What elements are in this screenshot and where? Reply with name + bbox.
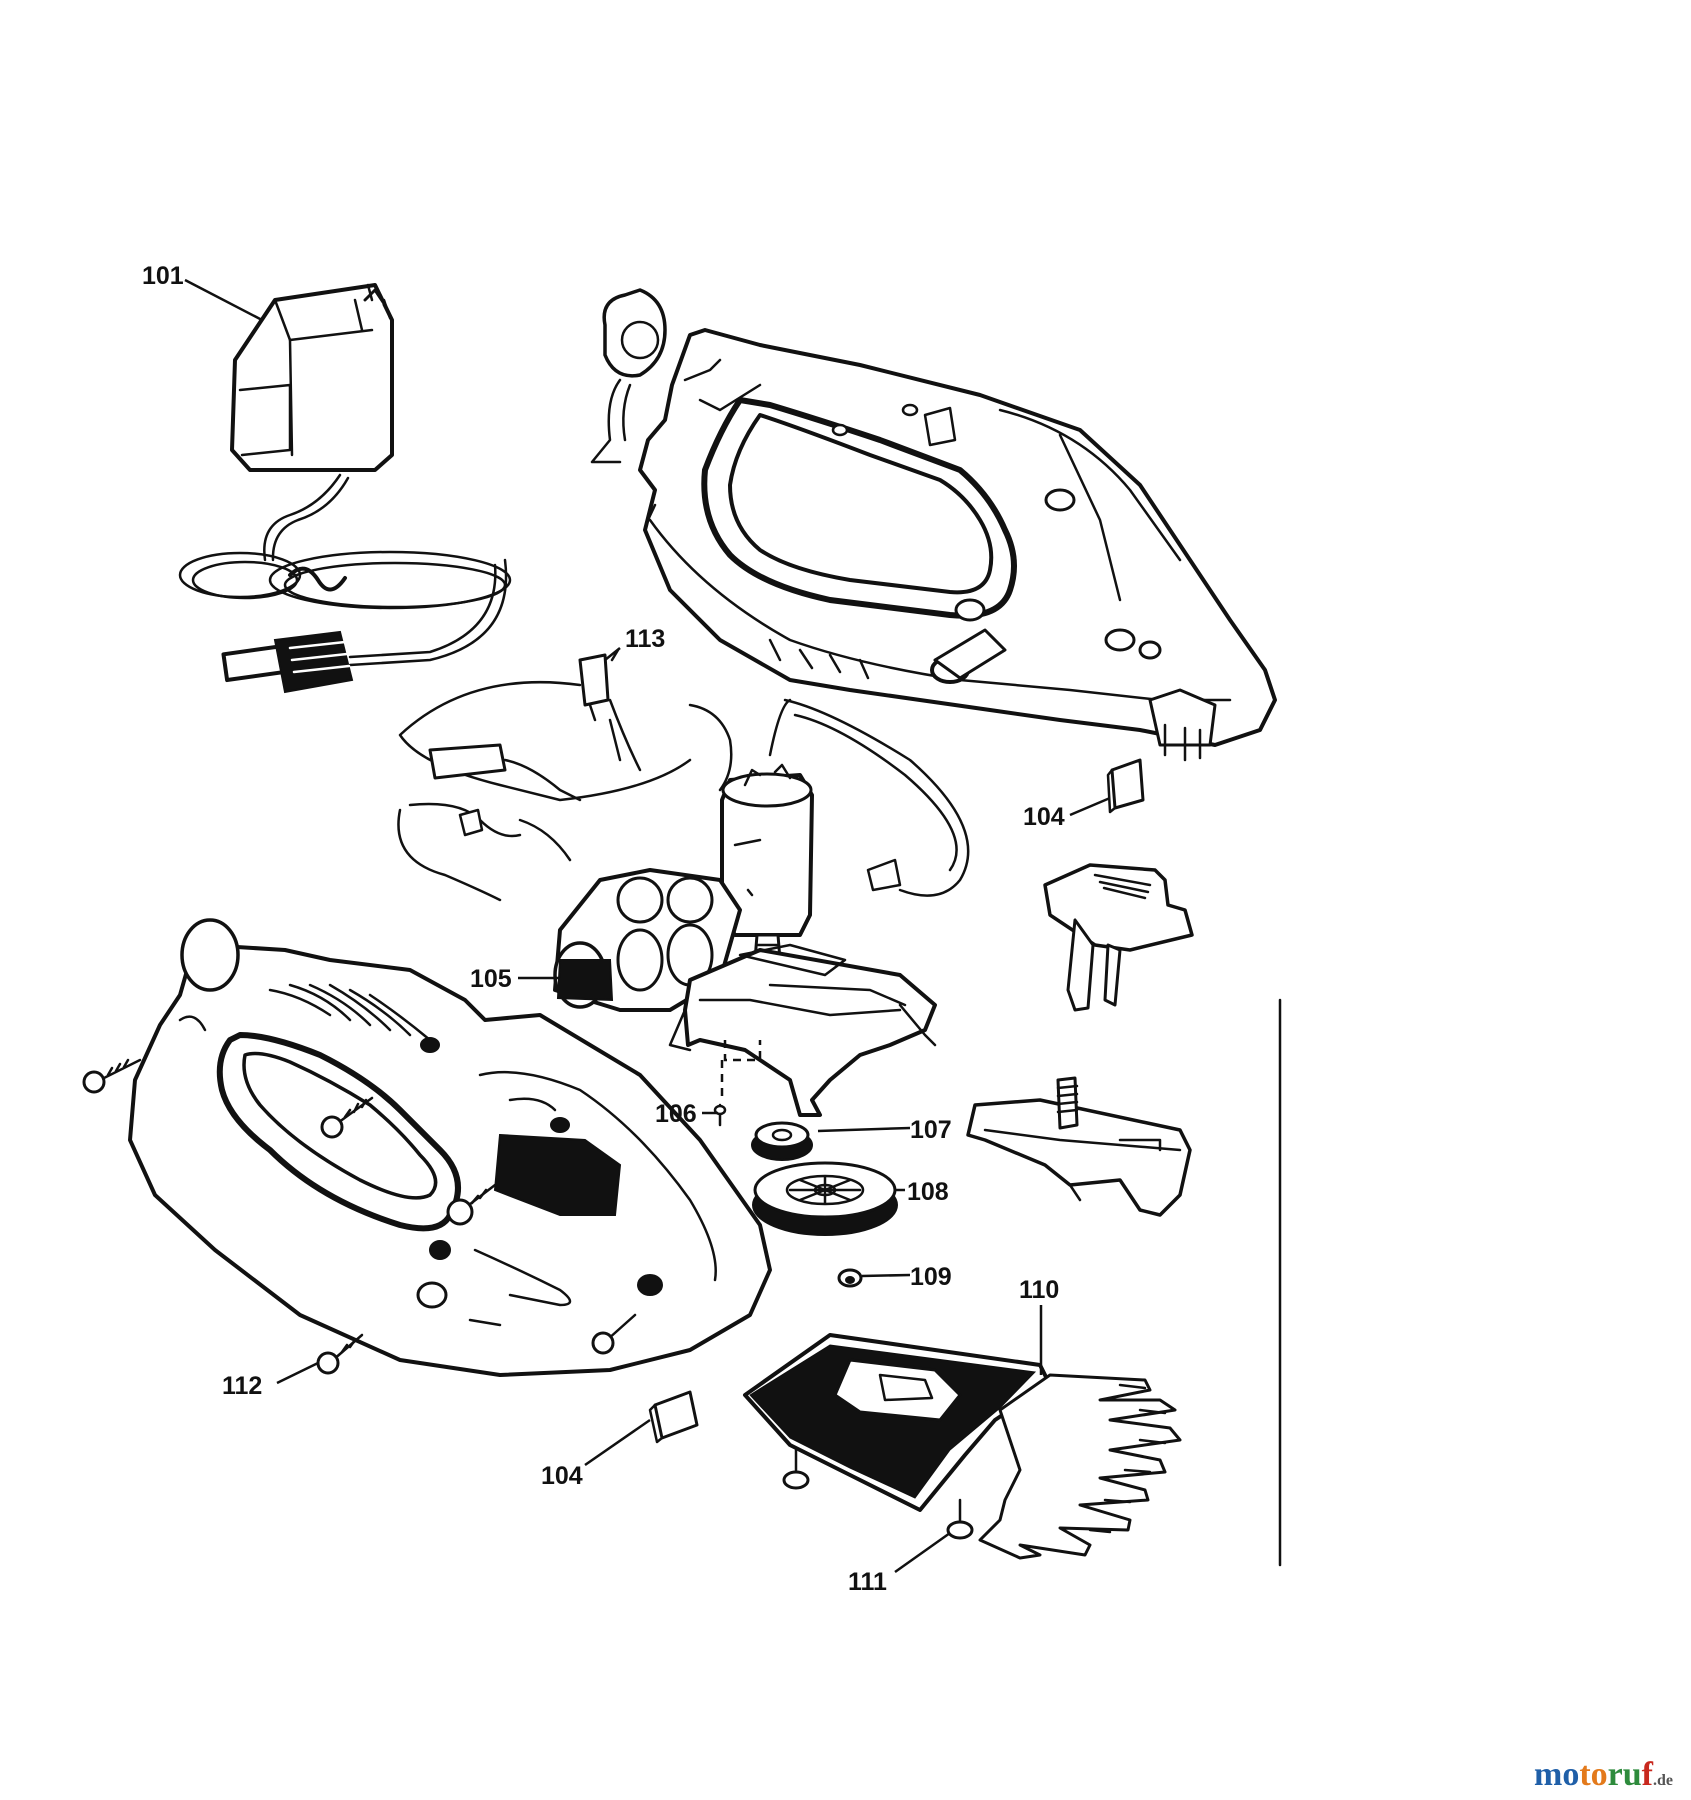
charger-adapter xyxy=(178,283,512,694)
pinion-gear xyxy=(751,1121,813,1161)
main-gear xyxy=(752,1161,898,1236)
label-109: 109 xyxy=(910,1263,952,1291)
label-104-lower: 104 xyxy=(541,1462,583,1490)
pad-lower xyxy=(648,1390,699,1444)
motoruf-watermark-logo: motoruf.de xyxy=(1534,1756,1673,1793)
screw-center-housing xyxy=(446,1183,497,1226)
lower-housing xyxy=(128,918,772,1377)
leader-lines xyxy=(184,278,1111,1574)
label-104-upper: 104 xyxy=(1023,803,1065,831)
upper-housing xyxy=(590,288,1277,762)
motor-base xyxy=(668,943,937,1117)
label-105: 105 xyxy=(470,965,512,993)
label-101: 101 xyxy=(142,262,184,290)
screw-left xyxy=(82,1058,142,1094)
label-110: 110 xyxy=(1019,1276,1059,1304)
pad-upper xyxy=(1106,758,1145,814)
label-111: 111 xyxy=(848,1568,887,1596)
label-108: 108 xyxy=(907,1178,949,1206)
switch-and-wiring xyxy=(397,648,970,902)
shear-blade xyxy=(743,1333,1182,1560)
screw-111 xyxy=(946,1498,974,1540)
screw-blade-1 xyxy=(782,1448,810,1490)
label-113: 113 xyxy=(625,625,665,653)
label-107: 107 xyxy=(910,1116,952,1144)
switch-button xyxy=(1043,863,1194,1012)
battery-pack xyxy=(553,868,742,1012)
washer xyxy=(837,1268,863,1288)
screw-106 xyxy=(713,1040,762,1127)
screw-upper-housing xyxy=(320,1096,374,1139)
blade-guard xyxy=(966,1076,1192,1217)
screw-112 xyxy=(316,1333,364,1375)
label-112: 112 xyxy=(222,1372,262,1400)
label-106: 106 xyxy=(655,1100,697,1128)
screw-lower-housing xyxy=(591,1313,637,1355)
